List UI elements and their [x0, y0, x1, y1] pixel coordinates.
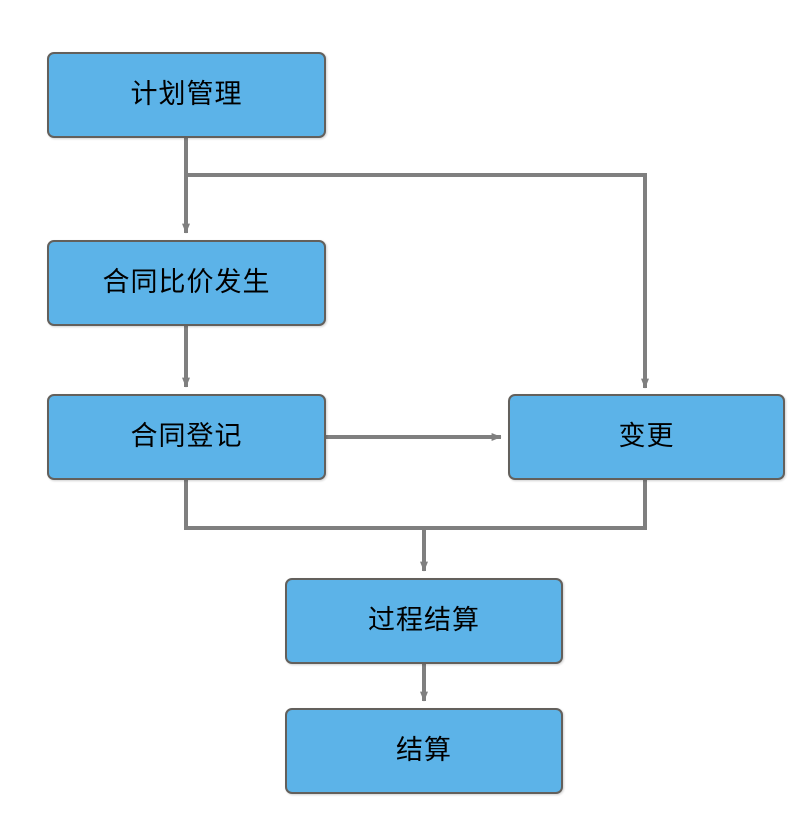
node-label: 合同比价发生	[102, 266, 271, 297]
edge-change-to-process	[424, 480, 647, 530]
node-contract-price-comparison[interactable]: 合同比价发生	[47, 240, 326, 326]
node-settlement[interactable]: 结算	[285, 708, 563, 794]
node-label: 计划管理	[130, 78, 243, 109]
node-label: 过程结算	[368, 604, 480, 635]
node-label: 结算	[396, 734, 452, 765]
node-label: 变更	[618, 420, 675, 451]
node-process-settlement[interactable]: 过程结算	[285, 578, 563, 664]
node-plan-management[interactable]: 计划管理	[47, 52, 326, 138]
node-contract-registration[interactable]: 合同登记	[47, 394, 326, 480]
edge-register-to-process	[184, 480, 428, 572]
node-label: 合同登记	[130, 420, 243, 451]
node-change[interactable]: 变更	[508, 394, 785, 480]
